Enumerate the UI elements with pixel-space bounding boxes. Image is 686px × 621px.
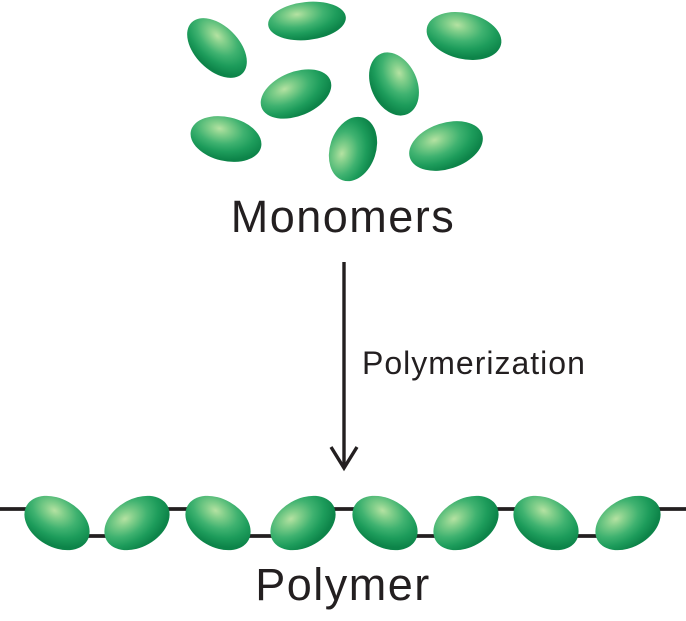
polymer-bead-ellipse: [24, 495, 90, 551]
polymer-bead-ellipse: [433, 495, 499, 551]
monomer-ellipse: [328, 116, 378, 182]
monomer-ellipse: [268, 1, 346, 41]
polymer-bead-ellipse: [185, 495, 251, 551]
monomer-ellipse: [426, 12, 502, 60]
monomer-ellipse: [190, 116, 262, 162]
monomer-ellipse: [187, 18, 247, 78]
monomer-ellipse: [409, 121, 483, 171]
polymer-bead-ellipse: [270, 495, 336, 551]
polymer-bead-ellipse: [595, 495, 661, 551]
polymer-bead-ellipse: [513, 495, 579, 551]
polymerization-label: Polymerization: [362, 345, 586, 381]
monomers-label: Monomers: [230, 191, 456, 242]
polymer-bead-ellipse: [104, 495, 170, 551]
polymer-bead-ellipse: [352, 495, 418, 551]
polymer-label: Polymer: [255, 559, 431, 610]
polymerization-arrowhead-icon: [329, 446, 359, 472]
monomer-ellipse: [260, 69, 332, 119]
monomer-ellipse: [369, 52, 419, 116]
